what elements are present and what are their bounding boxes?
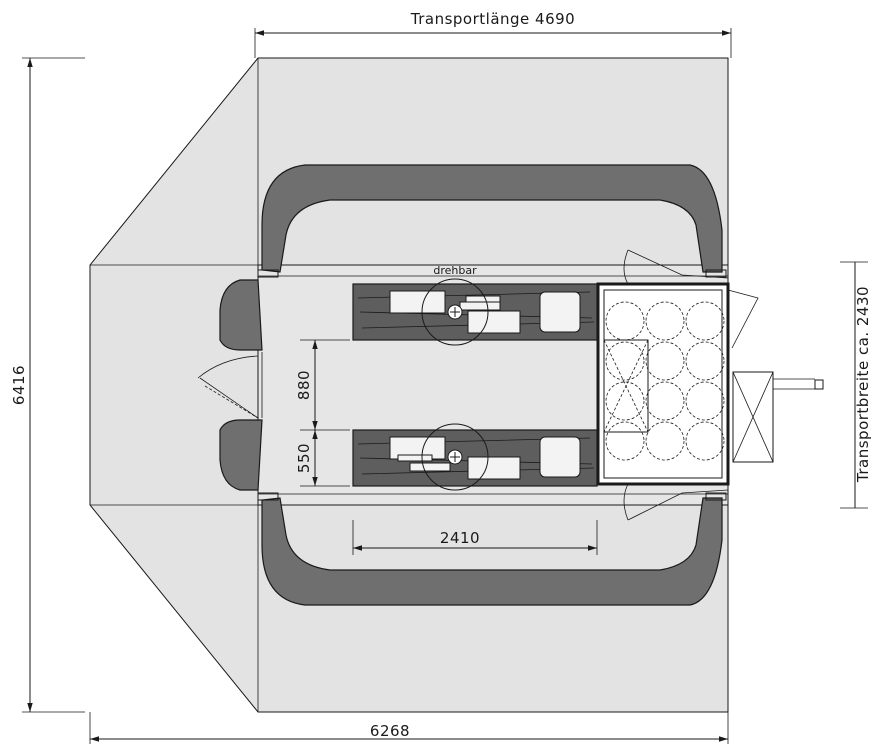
dim-aisle: 880 550: [295, 339, 350, 487]
total-depth-label: 6416: [10, 365, 28, 405]
transport-length-label: Transportlänge 4690: [410, 10, 575, 28]
gap-880-label: 880: [295, 370, 313, 400]
gap-550-label: 550: [295, 443, 313, 473]
dim-counter-length: 2410: [352, 520, 598, 555]
rear-compartment: [596, 282, 730, 486]
drawbar: [732, 371, 824, 463]
lower-arch-beam: [261, 497, 723, 606]
dim-total-depth: 6416: [10, 57, 85, 713]
upper-arch-beam: [261, 164, 723, 273]
dim-transport-width: Transportbreite ca. 2430: [840, 261, 872, 509]
total-width-label: 6268: [370, 722, 410, 740]
left-door-wing-lower: [219, 419, 263, 491]
dim-transport-length: Transportlänge 4690: [254, 10, 732, 58]
counter-top: [352, 278, 598, 346]
dim-total-width: 6268: [89, 712, 729, 744]
transport-width-label: Transportbreite ca. 2430: [854, 286, 872, 483]
rotatable-label: drehbar: [433, 264, 477, 277]
counter-length-label: 2410: [440, 529, 480, 547]
left-door-wing-upper: [219, 279, 263, 351]
counter-bottom: [352, 423, 598, 491]
